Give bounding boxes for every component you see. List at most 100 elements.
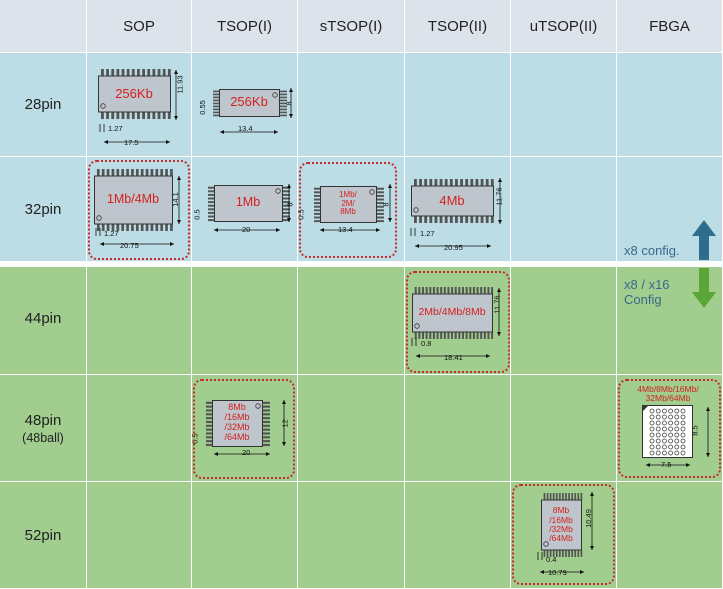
- pin-bottom: [170, 224, 173, 231]
- pin-right: [280, 99, 287, 102]
- pin-left: [314, 187, 321, 190]
- pin-top: [454, 287, 457, 294]
- height-arrow-head-bottom: [388, 218, 392, 222]
- pin-bottom: [454, 332, 457, 339]
- chip-body: [212, 400, 263, 447]
- pin-bottom: [580, 550, 583, 557]
- pin1-marker: [413, 207, 419, 213]
- pin-top: [170, 169, 173, 176]
- chip-drawing: [214, 184, 291, 232]
- ball: [668, 444, 674, 450]
- column-header: FBGA: [617, 0, 722, 52]
- ball: [668, 408, 674, 414]
- row-label: 48pin: [24, 411, 62, 429]
- pin-bottom: [96, 224, 100, 231]
- chip-drawing: [410, 178, 502, 248]
- pin-top: [443, 287, 446, 294]
- pin-left: [206, 417, 213, 420]
- chip-drawing: [411, 288, 501, 358]
- pin-top: [111, 69, 115, 76]
- pin-top: [462, 287, 464, 294]
- row-header: 28pin: [0, 53, 86, 156]
- pin-left: [213, 108, 220, 111]
- pin-bottom: [458, 332, 461, 339]
- chip-drawing: [537, 492, 594, 574]
- pin-right: [377, 216, 384, 219]
- ball: [674, 438, 680, 444]
- pin-top: [162, 69, 166, 76]
- grid-cell: [405, 482, 510, 588]
- column-header: sTSOP(I): [298, 0, 404, 52]
- pin-top: [126, 169, 129, 176]
- pin-bottom: [425, 332, 428, 339]
- pin-top: [131, 69, 135, 76]
- pin-top: [414, 179, 417, 186]
- height-arrow-head-bottom: [289, 114, 293, 118]
- height-arrow-head-bottom: [177, 220, 181, 224]
- pin-top: [147, 69, 151, 76]
- ball: [668, 450, 674, 456]
- dimension-label: 1.27: [104, 229, 119, 238]
- chip-label: 8Mb/16Mb/32Mb/64Mb: [549, 505, 573, 544]
- pin-top: [472, 287, 475, 294]
- width-arrow-head-left: [104, 140, 108, 144]
- pin-top: [429, 179, 433, 186]
- ball: [680, 408, 686, 414]
- pin-top: [101, 169, 105, 176]
- pin-left: [314, 209, 321, 212]
- pin-top: [470, 179, 474, 186]
- height-arrow-head-bottom: [498, 220, 502, 224]
- pin-left: [314, 212, 321, 215]
- ball: [680, 414, 686, 420]
- ball: [680, 420, 686, 426]
- height-arrow-head-bottom: [497, 332, 501, 336]
- grid-cell: [511, 53, 616, 156]
- pin-left: [208, 208, 215, 211]
- ball: [680, 438, 686, 444]
- pin-bottom: [436, 332, 439, 339]
- config-down-arrow: [692, 268, 716, 308]
- pin-top: [165, 169, 168, 176]
- chip-label: 1Mb: [235, 195, 261, 210]
- pin-right: [377, 191, 384, 194]
- dimension-label: 11.93: [175, 75, 185, 94]
- chip-drawing: [213, 89, 287, 117]
- pin-bottom: [439, 216, 443, 223]
- dimension-label: 0.4: [546, 555, 557, 564]
- pin-right: [377, 202, 384, 205]
- pin-right: [263, 401, 270, 404]
- pin-top: [434, 179, 438, 186]
- pin-left: [208, 197, 215, 200]
- pin1-marker: [369, 189, 375, 195]
- ball: [668, 438, 674, 444]
- row-label: 32pin: [24, 200, 62, 218]
- ball: [661, 420, 667, 426]
- pin-right: [283, 190, 290, 193]
- grid-cell: [298, 482, 404, 588]
- pin-left: [213, 96, 220, 99]
- chip-drawing: [314, 186, 384, 223]
- pin-bottom: [111, 224, 115, 231]
- pin-bottom: [485, 216, 489, 223]
- pin-left: [213, 111, 220, 114]
- pin-top: [155, 169, 159, 176]
- grid-cell: [405, 375, 510, 481]
- dimension-label: 1.27: [420, 229, 435, 238]
- chip-body: [320, 186, 377, 223]
- supported-highlight: [299, 162, 397, 258]
- height-arrow-head-top: [497, 288, 501, 292]
- pin-left: [208, 186, 215, 189]
- dimension-label: 10.79: [548, 568, 567, 577]
- ball: [655, 414, 661, 420]
- pin-top: [555, 493, 558, 500]
- pin-left: [213, 93, 220, 96]
- pin-right: [377, 194, 384, 197]
- ball: [680, 426, 686, 432]
- width-arrow-head-left: [100, 242, 104, 246]
- dimension-label: 0.5: [192, 209, 202, 220]
- ball: [649, 414, 655, 420]
- pin-bottom: [150, 224, 154, 231]
- pin-top: [562, 493, 564, 500]
- pin-bottom: [131, 112, 135, 119]
- chip-body: [214, 185, 283, 222]
